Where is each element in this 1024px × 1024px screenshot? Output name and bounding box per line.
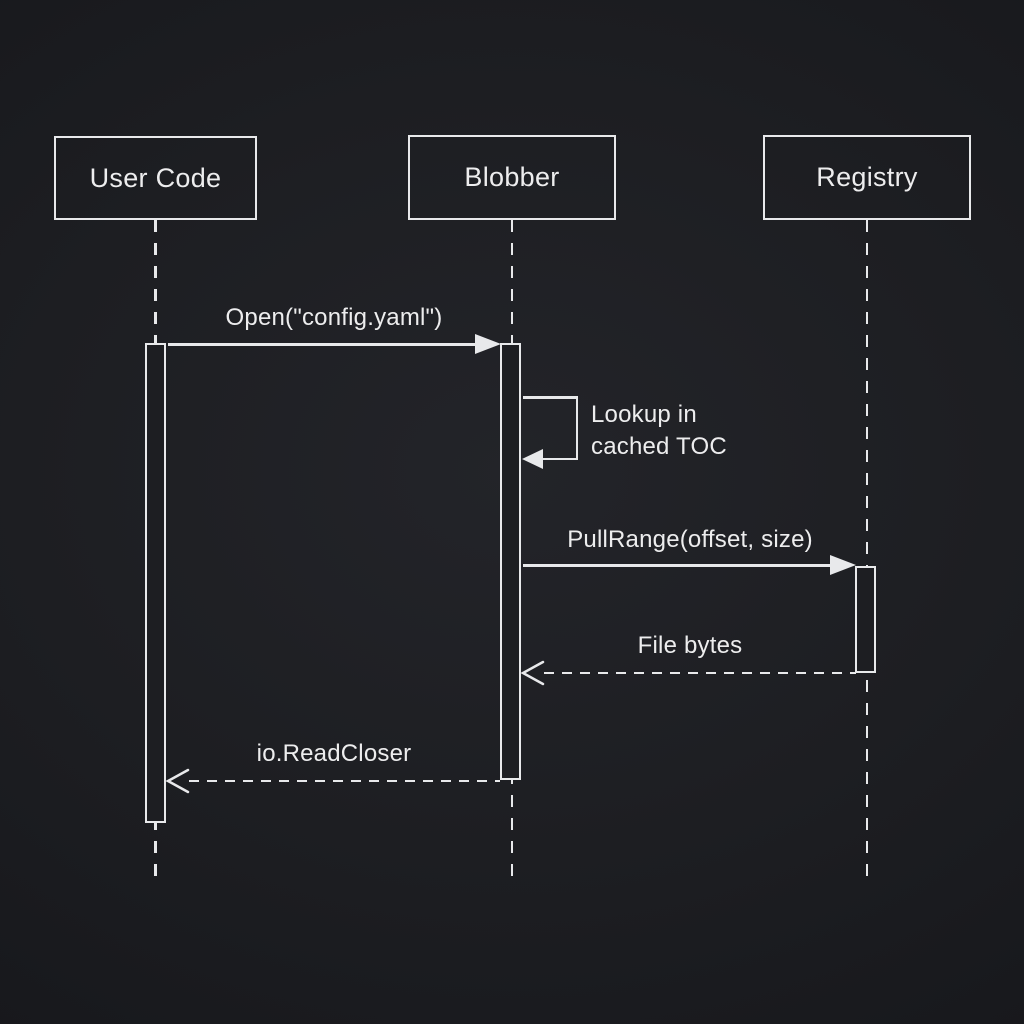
- self-message-right-segment: [575, 396, 578, 459]
- message-label-open: Open("config.yaml"): [225, 304, 443, 331]
- arrowhead-filled-left-icon: [522, 449, 543, 469]
- message-label-lookup-line2: cached TOC: [591, 433, 727, 460]
- arrowhead-filled-right-icon: [830, 555, 856, 575]
- participant-label-user-code: User Code: [89, 162, 222, 193]
- activation-bar-registry: [855, 566, 876, 673]
- participant-box-user-code: User Code: [54, 136, 257, 220]
- message-label-file-bytes: File bytes: [637, 632, 743, 659]
- participant-label-blobber: Blobber: [464, 162, 560, 192]
- message-label-lookup-line1: Lookup in: [591, 401, 697, 428]
- arrowhead-open-left-icon: [520, 660, 545, 686]
- message-line-pullrange: [523, 564, 833, 567]
- self-message-bottom-segment: [543, 457, 578, 460]
- arrowhead-filled-right-icon: [475, 334, 501, 354]
- message-label-readcloser: io.ReadCloser: [256, 740, 412, 767]
- activation-bar-user-code: [145, 343, 166, 823]
- participant-box-registry: Registry: [763, 135, 971, 220]
- message-line-file-bytes: [544, 671, 856, 674]
- self-message-top-segment: [523, 396, 578, 399]
- participant-box-blobber: Blobber: [408, 135, 616, 220]
- message-line-readcloser: [189, 779, 500, 782]
- participant-label-registry: Registry: [816, 162, 918, 192]
- activation-bar-blobber: [500, 343, 521, 780]
- lifeline-registry: [865, 220, 868, 887]
- message-label-lookup: Lookup in cached TOC: [591, 399, 727, 463]
- arrowhead-open-left-icon: [165, 768, 190, 794]
- message-line-open: [168, 343, 477, 346]
- message-label-pullrange: PullRange(offset, size): [567, 526, 813, 553]
